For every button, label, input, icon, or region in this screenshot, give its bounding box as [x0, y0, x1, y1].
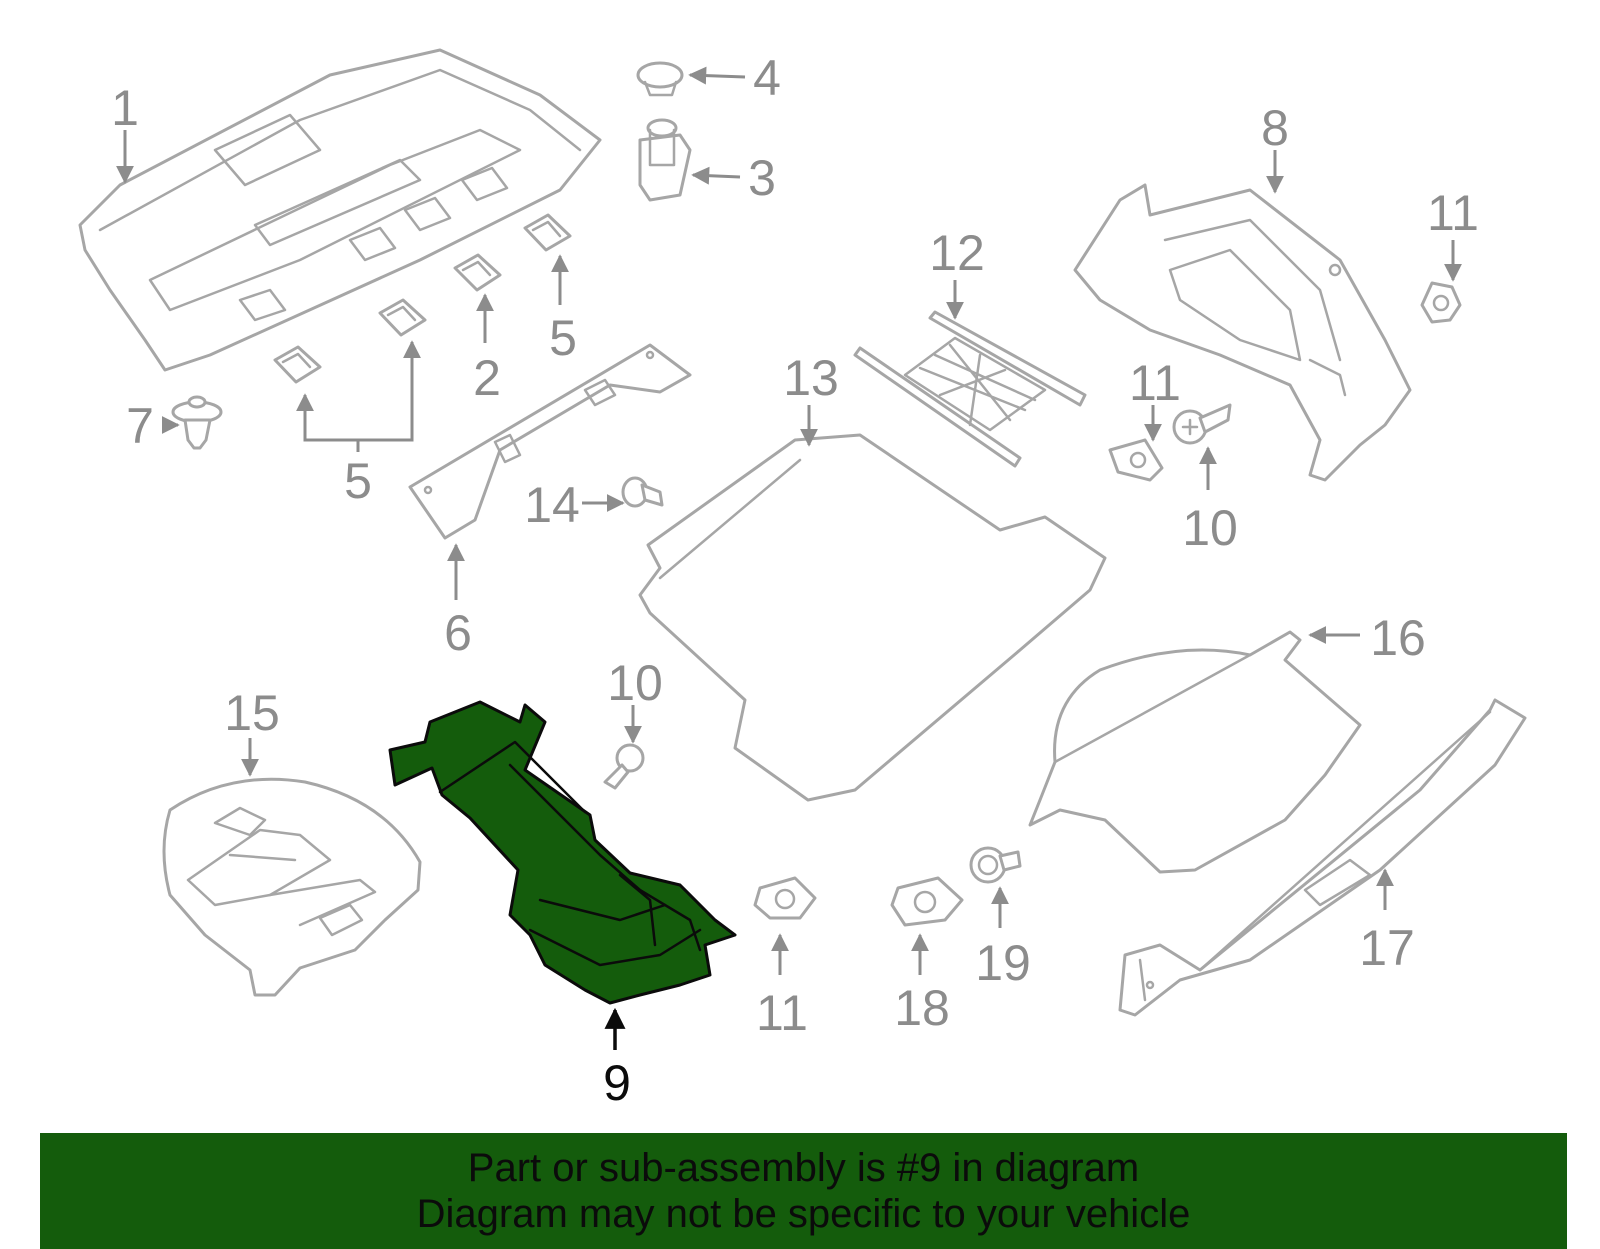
callout-11-bottom: 11	[756, 985, 808, 1041]
callout-14: 14	[524, 477, 580, 533]
callout-12: 12	[929, 225, 985, 281]
callout-18: 18	[894, 980, 950, 1036]
info-banner: Part or sub-assembly is #9 in diagram Di…	[40, 1133, 1567, 1249]
callout-19: 19	[975, 935, 1031, 991]
part-18-clip[interactable]	[890, 876, 964, 927]
part-16-luggage-board[interactable]	[1028, 630, 1362, 874]
parts-diagram: 1 4 3 7 2 5 5 6 8 11 12 13 11 10 14 10 1…	[78, 48, 1527, 1111]
part-3-stopper[interactable]	[638, 118, 692, 202]
callout-11-middle: 11	[1129, 355, 1181, 411]
part-19-grommet[interactable]	[969, 846, 1022, 884]
callout-9: 9	[603, 1055, 631, 1111]
callout-labels: 1 4 3 7 2 5 5 6 8 11 12 13 11 10 14 10 1…	[111, 50, 1479, 1111]
part-9-side-bracket[interactable]	[388, 700, 737, 1005]
part-12-cargo-net[interactable]	[853, 310, 1087, 468]
callout-1: 1	[111, 80, 139, 136]
part-7-push-clip[interactable]	[171, 395, 223, 450]
callout-16: 16	[1370, 610, 1426, 666]
callout-13: 13	[783, 350, 839, 406]
callout-15: 15	[224, 685, 280, 741]
banner-line-2: Diagram may not be specific to your vehi…	[416, 1192, 1191, 1236]
part-8-side-trim[interactable]	[1073, 183, 1412, 482]
part-17-sill-plate[interactable]	[1118, 698, 1527, 1017]
callout-5-left: 5	[344, 453, 372, 509]
callout-11-top: 11	[1427, 185, 1479, 241]
part-2-clip[interactable]	[453, 253, 502, 292]
part-13-floor-mat[interactable]	[638, 433, 1107, 802]
leader-lines	[116, 66, 1462, 1050]
part-4-grommet[interactable]	[636, 61, 684, 97]
callout-2: 2	[473, 350, 501, 406]
callout-10-left: 10	[607, 655, 663, 711]
callout-7: 7	[126, 398, 154, 454]
part-14-screw[interactable]	[621, 476, 664, 508]
part-10-screws[interactable]	[603, 403, 1232, 790]
callout-17: 17	[1359, 920, 1415, 976]
part-15-foam-tray[interactable]	[162, 777, 422, 997]
part-1-parcel-shelf[interactable]	[78, 48, 602, 372]
banner-line-1: Part or sub-assembly is #9 in diagram	[467, 1146, 1140, 1190]
part-5-clips[interactable]	[273, 213, 572, 384]
callout-10-right: 10	[1182, 500, 1238, 556]
callout-3: 3	[748, 150, 776, 206]
callout-8: 8	[1261, 100, 1289, 156]
callout-4: 4	[753, 50, 781, 106]
callout-5-right: 5	[549, 310, 577, 366]
part-6-trim-bracket[interactable]	[408, 343, 692, 540]
callout-6: 6	[444, 605, 472, 661]
part-11-clips[interactable]	[753, 281, 1462, 920]
